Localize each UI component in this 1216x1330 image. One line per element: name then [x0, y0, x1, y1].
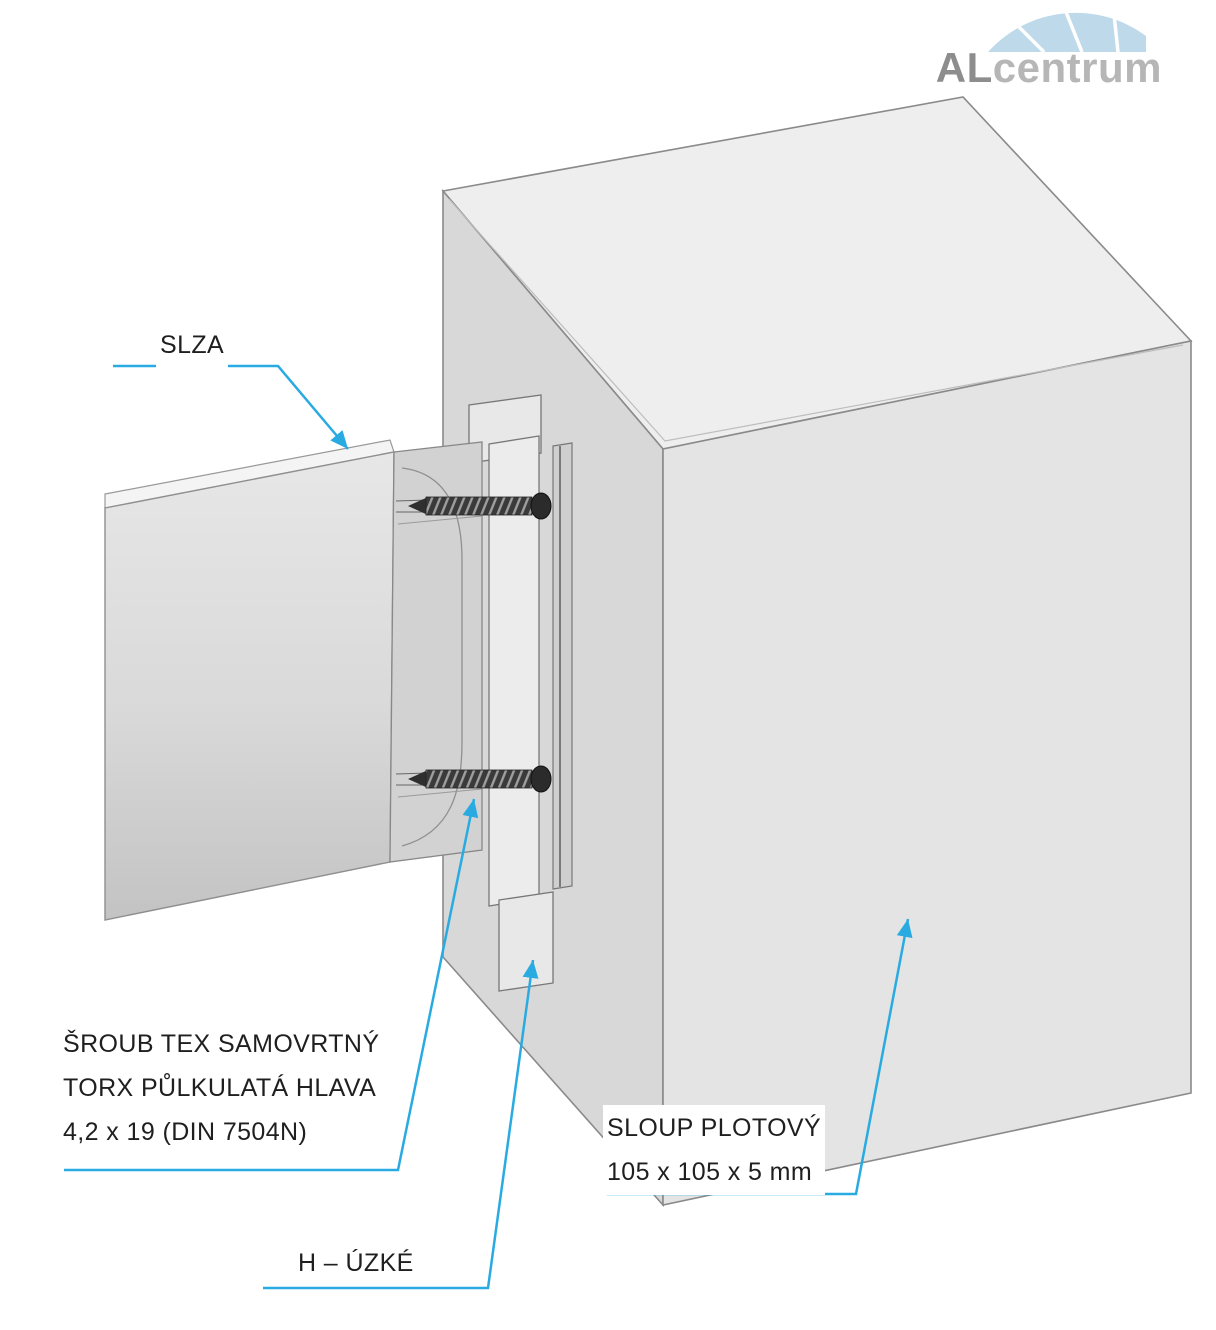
post-right-face	[662, 340, 1192, 1206]
leader-sroub	[64, 798, 479, 1172]
bracket-bottom-tab	[498, 891, 554, 992]
rail-front-face	[104, 451, 395, 921]
logo-centrum-text: centrum	[992, 44, 1162, 91]
label-slza: SLZA	[156, 322, 229, 368]
label-sroub: ŠROUB TEX SAMOVRTNÝ TORX PŮLKULATÁ HLAVA…	[59, 1021, 384, 1155]
label-sroub-line3: 4,2 x 19 (DIN 7504N)	[63, 1118, 308, 1146]
leader-h-uzke	[263, 959, 539, 1290]
screw-head	[530, 765, 552, 793]
logo-al-text: AL	[935, 44, 993, 91]
screw-shaft	[425, 496, 533, 516]
screw-head	[530, 492, 552, 520]
rail-profile-curve	[401, 467, 463, 847]
screw-upper	[395, 492, 552, 520]
rail-web-upper	[397, 515, 483, 525]
screw-tip	[408, 770, 428, 788]
rail-end-cap	[389, 441, 483, 863]
leader-slza	[113, 364, 349, 450]
fence-post	[441, 96, 1193, 1208]
label-sroub-line1: ŠROUB TEX SAMOVRTNÝ	[63, 1030, 380, 1058]
label-h-uzke-text: H – ÚZKÉ	[298, 1249, 414, 1277]
screw-shaft	[425, 769, 533, 789]
label-slza-text: SLZA	[160, 331, 225, 359]
rail-web-lower	[397, 788, 483, 798]
logo-dome-icon	[988, 11, 1146, 52]
logo-wordmark: ALcentrum	[934, 44, 1162, 92]
rail-slza	[104, 439, 483, 921]
label-sloup-line2: 105 x 105 x 5 mm	[607, 1158, 813, 1186]
label-sloup: SLOUP PLOTOVÝ 105 x 105 x 5 mm	[603, 1105, 826, 1195]
label-h-uzke: H – ÚZKÉ	[294, 1240, 418, 1286]
screw-lower	[395, 765, 552, 793]
label-sroub-line2: TORX PŮLKULATÁ HLAVA	[63, 1074, 377, 1102]
post-groove	[552, 442, 573, 890]
alcentrum-logo: ALcentrum	[934, 10, 1162, 92]
post-chamfer-line	[448, 198, 1184, 442]
screw-tip	[408, 497, 428, 515]
label-sloup-line1: SLOUP PLOTOVÝ	[607, 1114, 822, 1142]
